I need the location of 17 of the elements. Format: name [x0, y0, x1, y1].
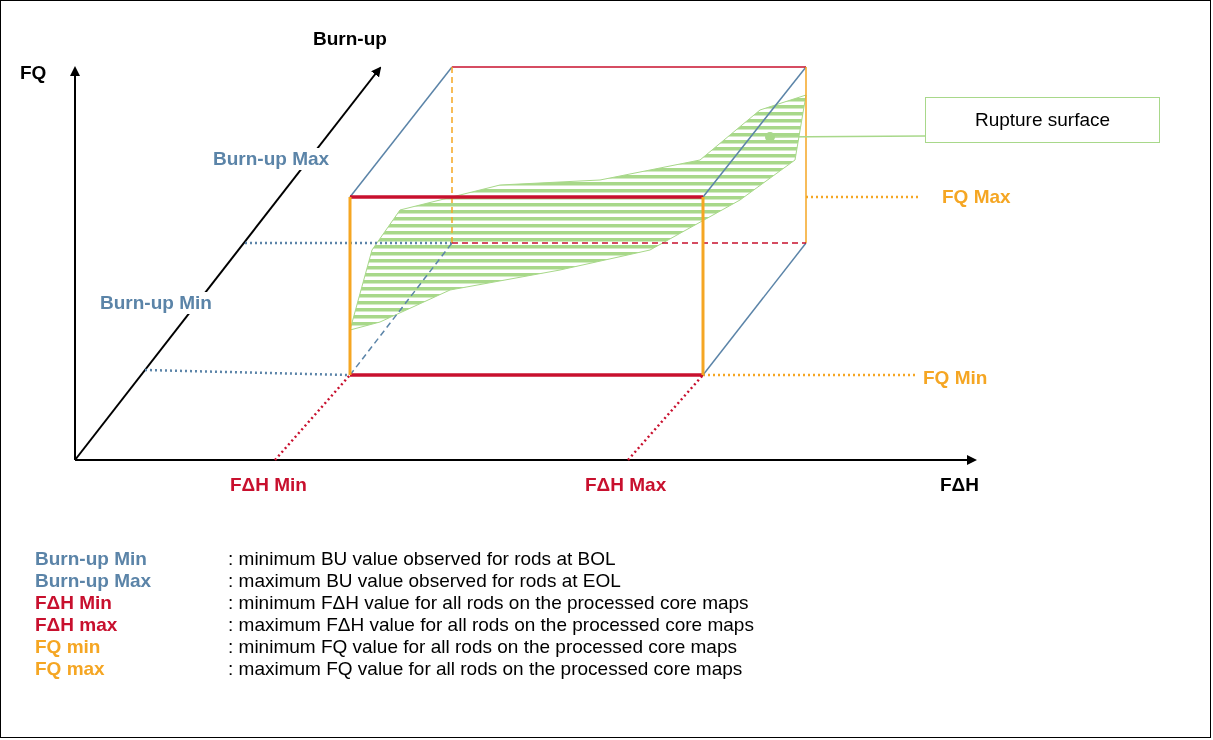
definition-text: : maximum FΔH value for all rods on the processed core maps: [228, 614, 754, 636]
leader-line: [765, 132, 926, 142]
definition-text: : maximum BU value observed for rods at EOL: [228, 570, 621, 592]
range-label: Burn-up Max: [213, 148, 330, 170]
term-label: Burn-up Max: [35, 570, 152, 592]
term-label: FQ max: [35, 658, 105, 680]
range-label: Burn-up Min: [100, 292, 212, 314]
term-label: FΔH Min: [35, 592, 112, 614]
rupture-surface: [349, 94, 807, 331]
definition-text: : minimum FΔH value for all rods on the processed core maps: [228, 592, 749, 614]
definition-text: : maximum FQ value for all rods on the processed core maps: [228, 658, 743, 680]
term-label: FQ min: [35, 636, 101, 658]
callout-box: Rupture surface: [925, 97, 1160, 143]
term-label: FΔH max: [35, 614, 118, 636]
definition-text: : minimum FQ value for all rods on the processed core maps: [228, 636, 737, 658]
term-label: Burn-up Min: [35, 548, 147, 570]
definition-text: : minimum BU value observed for rods at BOL: [228, 548, 616, 570]
